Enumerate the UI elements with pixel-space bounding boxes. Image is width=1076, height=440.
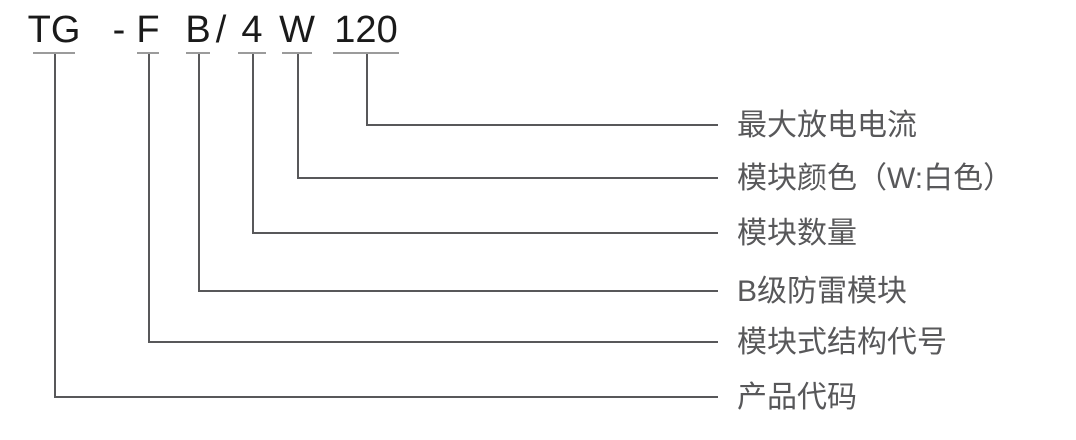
- code-segment-b: B: [185, 9, 211, 51]
- connector-line-120: [366, 54, 718, 126]
- underline-4: [238, 52, 266, 54]
- label-product-code: 产品代码: [737, 381, 857, 414]
- connector-line-b: [198, 54, 718, 292]
- label-module-quantity: 模块数量: [737, 217, 857, 250]
- underline-f: [137, 52, 159, 54]
- label-modular-structure-code: 模块式结构代号: [737, 326, 947, 359]
- code-segment-tg: TG: [27, 9, 81, 51]
- label-max-discharge-current: 最大放电电流: [737, 109, 917, 142]
- connector-line-4: [252, 54, 718, 234]
- underline-tg: [33, 52, 75, 54]
- connector-line-tg: [54, 54, 718, 398]
- underline-b: [186, 52, 210, 54]
- underline-120: [333, 52, 399, 54]
- connector-line-w: [297, 54, 718, 179]
- code-segment-4: 4: [241, 9, 263, 51]
- code-segment-w: W: [279, 9, 315, 51]
- label-class-b-module: B级防雷模块: [737, 275, 908, 308]
- code-segment-dash: -: [112, 9, 126, 51]
- connector-line-f: [148, 54, 718, 343]
- label-module-color: 模块颜色（W:白色）: [737, 162, 1014, 195]
- code-segment-120: 120: [334, 9, 398, 51]
- code-segment-slash: /: [215, 9, 227, 51]
- underline-w: [282, 52, 312, 54]
- code-segment-f: F: [136, 9, 160, 51]
